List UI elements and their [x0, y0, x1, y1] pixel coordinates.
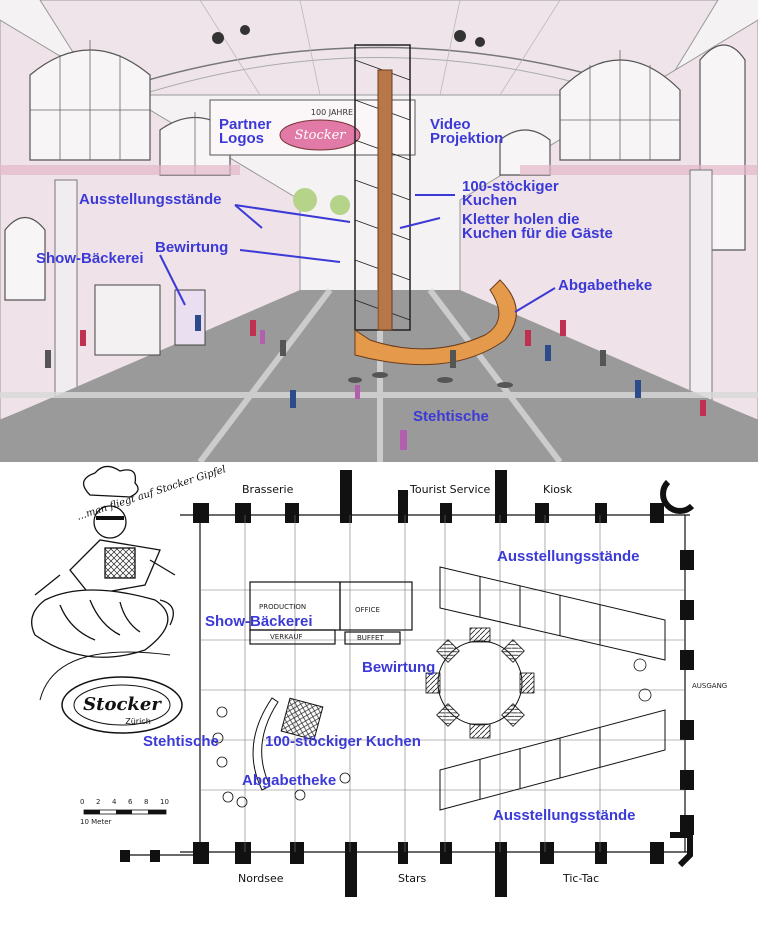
label-kletter-line2: Kuchen für die Gäste [462, 225, 613, 242]
plan-office: OFFICE [355, 606, 380, 614]
logo-city: Zürich [125, 717, 151, 726]
people-group [45, 315, 706, 450]
plan-label-ausstellungsstaende-bottom: Ausstellungsstände [493, 807, 636, 824]
scale-tick: 10 [160, 798, 169, 806]
plan-label-abgabetheke: Abgabetheke [242, 772, 337, 789]
label-abgabetheke-top: Abgabetheke [558, 277, 653, 294]
floor-plan: Stocker Zürich ...man fliegt auf Stocker… [0, 462, 758, 927]
room-brasserie: Brasserie [242, 483, 294, 496]
logo-brand: Stocker [83, 694, 162, 715]
label-kletter: Kletter holen die Kuchen für die Gäste [462, 211, 613, 242]
scale-unit: 10 Meter [80, 818, 112, 826]
scale-bar [83, 809, 167, 815]
scale-tick: 0 [80, 798, 85, 806]
banner-logo: Stocker [294, 128, 346, 143]
room-stars: Stars [398, 872, 427, 885]
label-kuchen-line2: Kuchen [462, 192, 518, 209]
baker-mascot [31, 465, 176, 658]
room-nordsee: Nordsee [238, 872, 284, 885]
label-stehtische-top: Stehtische [413, 408, 489, 425]
room-tic-tac: Tic-Tac [563, 872, 600, 885]
room-tourist-service: Tourist Service [410, 483, 491, 496]
callout-lines [159, 194, 556, 313]
plan-buffet: BUFFET [357, 634, 384, 642]
hall-perspective: Stocker 100 JAHRE [0, 0, 758, 464]
label-video-projektion: Video Projektion [430, 116, 504, 147]
label-video-line1: Video [430, 116, 471, 133]
label-bewirtung-top: Bewirtung [155, 239, 229, 256]
scale-ticks: 0 2 4 6 8 10 [80, 798, 172, 808]
scale-tick: 2 [96, 798, 101, 806]
label-partner-logos-line1: Partner [219, 116, 272, 133]
plan-label-show-baeckerei: Show-Bäckerei [205, 613, 313, 630]
room-kiosk: Kiosk [543, 483, 573, 496]
plan-label-ausstellungsstaende-top: Ausstellungsstände [497, 548, 640, 565]
label-partner-logos-line2: Logos [219, 130, 264, 147]
plan-verkauf: VERKAUF [270, 633, 303, 641]
label-kletter-line1: Kletter holen die [462, 211, 580, 228]
label-partner-logos: Partner Logos [219, 116, 272, 147]
plan-label-stehtische: Stehtische [143, 733, 219, 750]
plan-label-bewirtung: Bewirtung [362, 659, 436, 676]
scale-tick: 6 [128, 798, 133, 806]
label-ausstellungsstaende-top: Ausstellungsstände [79, 191, 222, 208]
label-kuchen-line1: 100-stöckiger [462, 178, 559, 195]
scale-tick: 4 [112, 798, 117, 806]
plan-production: PRODUCTION [259, 603, 307, 611]
label-100-stoeckiger-kuchen: 100-stöckiger Kuchen [462, 178, 559, 209]
plan-label-100-stoeckiger-kuchen: 100-stöckiger Kuchen [265, 733, 421, 750]
room-ausgang: AUSGANG [692, 682, 728, 690]
label-show-baeckerei-top: Show-Bäckerei [36, 250, 144, 267]
banner-text: 100 JAHRE [311, 108, 353, 117]
label-video-line2: Projektion [430, 130, 504, 147]
scale-tick: 8 [144, 798, 149, 806]
